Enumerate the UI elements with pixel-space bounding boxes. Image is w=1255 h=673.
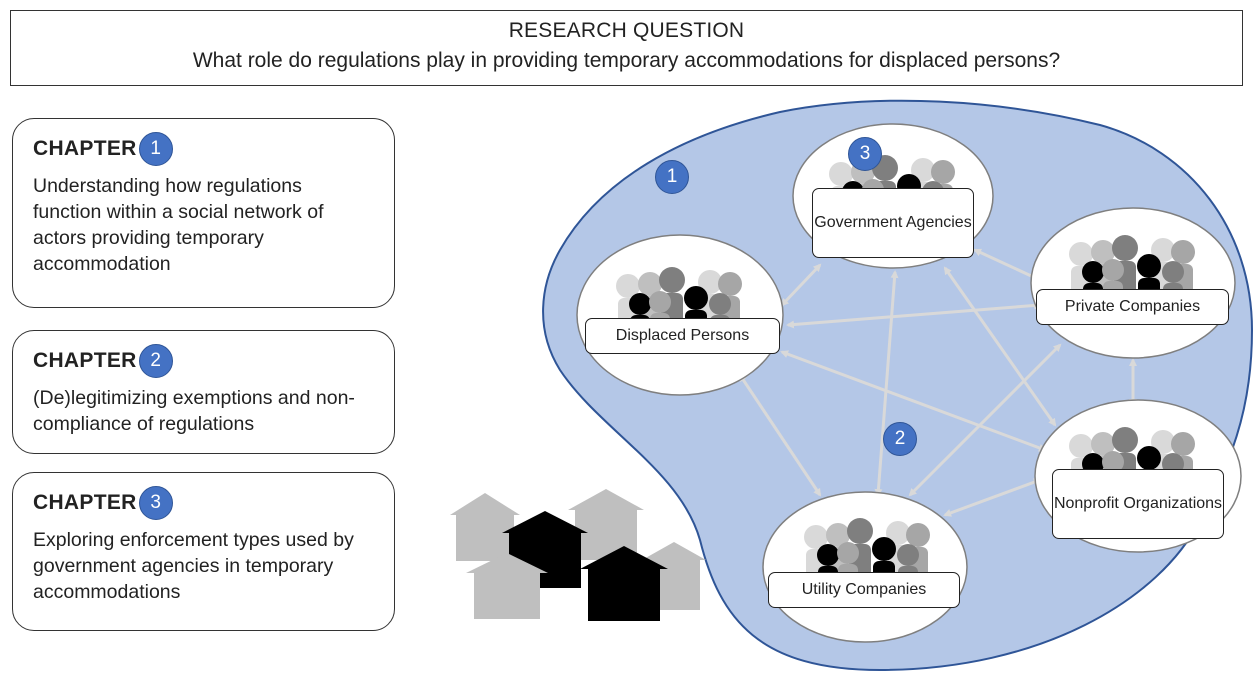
chapter-2-label: CHAPTER xyxy=(33,349,137,372)
chapter-3-label: CHAPTER xyxy=(33,491,137,514)
chapter-3-number: 3 xyxy=(138,486,173,520)
chapter-1-number: 1 xyxy=(138,132,173,166)
chapter-1-text: Understanding how regulations function w… xyxy=(33,175,324,275)
chapter-2-text: (De)legitimizing exemptions and non-comp… xyxy=(33,387,355,435)
government-agencies-label: Government Agencies xyxy=(812,188,974,258)
chapter-2-number: 2 xyxy=(138,344,173,378)
chapter-1-label: CHAPTER xyxy=(33,137,137,160)
utility-node xyxy=(762,491,968,643)
research-question-heading: RESEARCH QUESTION xyxy=(508,19,745,42)
private-node xyxy=(1030,207,1236,359)
research-question-text: What role do regulations play in providi… xyxy=(192,49,1061,72)
private-companies-label: Private Companies xyxy=(1036,289,1229,325)
links-marker-2: 2 xyxy=(883,422,917,456)
nonprofit-organizations-label: Nonprofit Organizations xyxy=(1052,469,1224,539)
region-marker-1: 1 xyxy=(655,160,689,194)
research-question-box: RESEARCH QUESTION What role do regulatio… xyxy=(10,10,1243,86)
chapter-3-text: Exploring enforcement types used by gove… xyxy=(33,529,354,603)
displaced-persons-label: Displaced Persons xyxy=(585,318,780,354)
utility-companies-label: Utility Companies xyxy=(768,572,960,608)
network-links xyxy=(738,248,1137,517)
government-marker-3: 3 xyxy=(848,137,882,171)
houses-illustration xyxy=(450,489,706,621)
displaced-node xyxy=(576,234,784,396)
